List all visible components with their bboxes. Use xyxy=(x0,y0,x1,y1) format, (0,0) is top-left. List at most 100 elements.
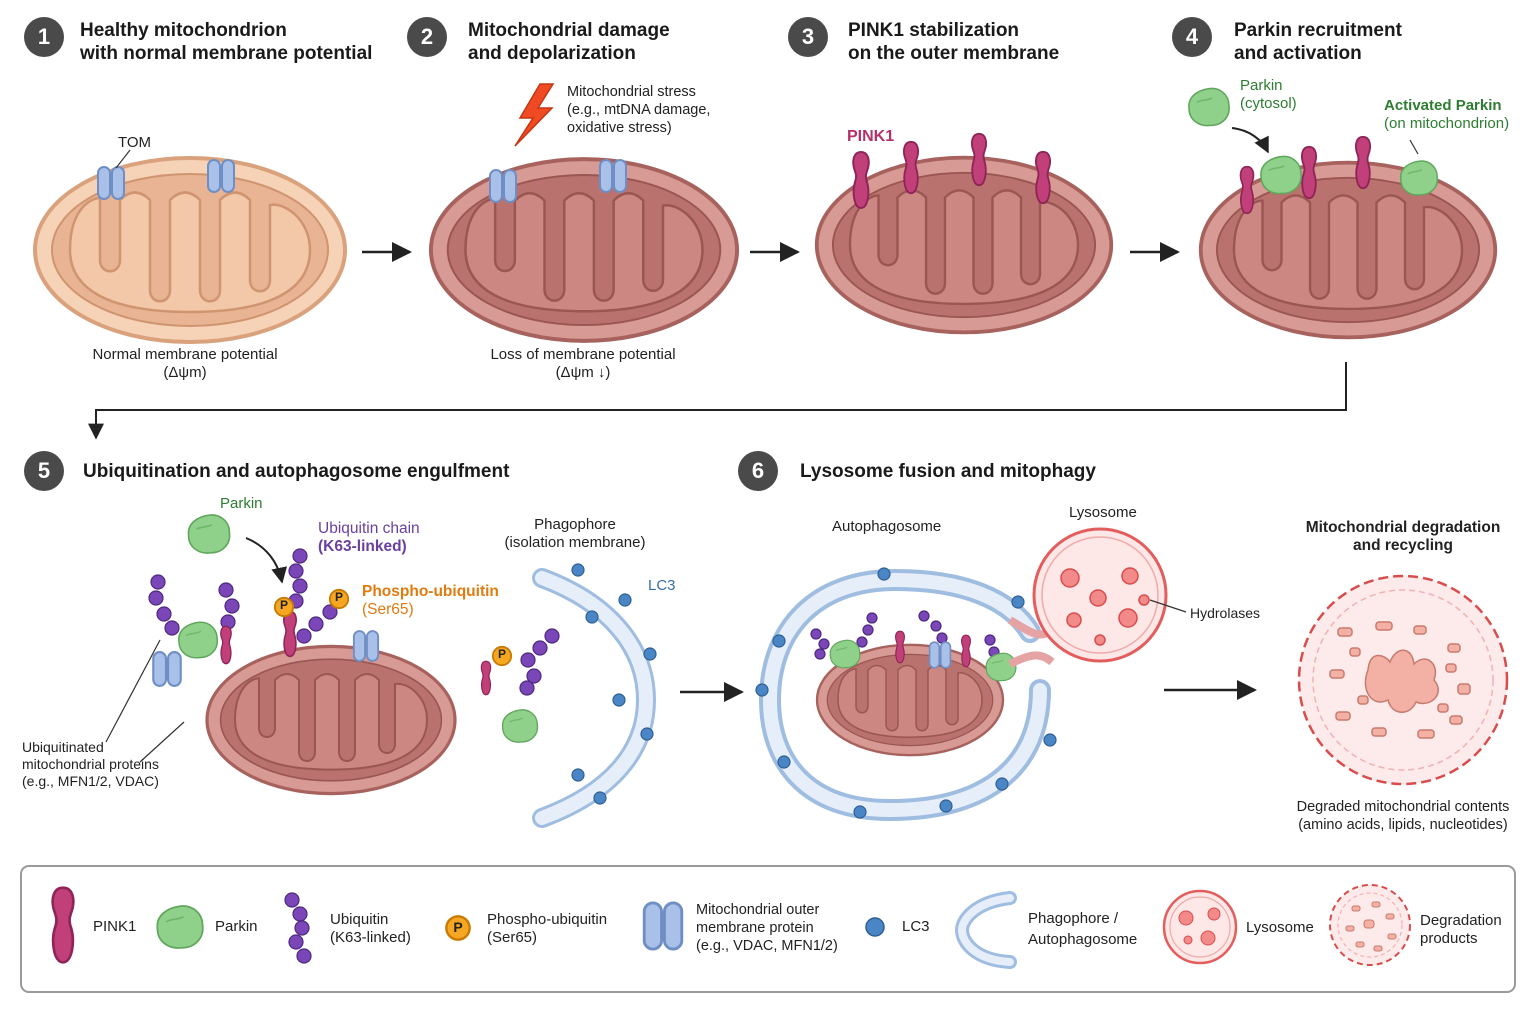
cytosol-parkin-line2: (cytosol) xyxy=(1240,95,1297,112)
step-4-title: Parkin recruitment and activation xyxy=(1234,19,1402,65)
pink1-icon xyxy=(1034,150,1052,205)
lysosome xyxy=(1007,527,1187,668)
legend-degradation-line1: Degradation xyxy=(1420,912,1502,929)
lc3-dots xyxy=(571,563,657,805)
cytosol-parkin-line1: Parkin xyxy=(1240,77,1283,94)
loss-potential-caption: Loss of membrane potential (Δψm ↓) xyxy=(458,346,708,382)
normal-potential-line2: (Δψm) xyxy=(163,364,207,381)
step-3-badge: 3 xyxy=(788,17,828,57)
step-4-badge: 4 xyxy=(1172,17,1212,57)
step-4-title-line2: and activation xyxy=(1234,43,1362,64)
legend-momp-line1: Mitochondrial outer xyxy=(696,902,820,918)
step-2-title: Mitochondrial damage and depolarization xyxy=(468,19,670,65)
cytosol-parkin-label: Parkin (cytosol) xyxy=(1240,77,1297,113)
legend-ubiquitin-line2: (K63-linked) xyxy=(330,929,411,946)
step-1-badge: 1 xyxy=(24,17,64,57)
legend-ubiquitin-line1: Ubiquitin xyxy=(330,911,389,928)
parkin-icon xyxy=(985,652,1017,682)
lc3-label: LC3 xyxy=(648,577,676,594)
damaged-mitochondrion xyxy=(428,83,740,343)
loss-potential-line2: (Δψm ↓) xyxy=(555,364,611,381)
pink1-icon xyxy=(1354,135,1372,190)
outer-membrane-protein-icon xyxy=(152,650,182,688)
cytosolic-parkin-icon xyxy=(1188,87,1231,127)
legend-momp-line3: (e.g., VDAC, MFN1/2) xyxy=(696,938,838,954)
ubiquitinated-proteins-label: Ubiquitinated mitochondrial proteins (e.… xyxy=(22,739,159,790)
pink1-icon xyxy=(282,610,298,658)
ubiquitinated-mitochondrion xyxy=(105,514,1000,794)
parkin-icon xyxy=(1260,155,1303,195)
legend-phagophore-label: Phagophore / Autophagosome xyxy=(1028,908,1137,950)
legend-parkin-icon xyxy=(156,904,205,950)
step-4-title-line1: Parkin recruitment xyxy=(1234,20,1402,41)
degradation-caption-line1: Degraded mitochondrial contents xyxy=(1296,799,1510,815)
legend-pink1-label: PINK1 xyxy=(93,918,137,935)
step-2-title-line1: Mitochondrial damage xyxy=(468,20,670,41)
tom-label: TOM xyxy=(118,134,152,151)
legend-degradation-icon xyxy=(1329,884,1411,966)
legend-box xyxy=(20,865,1516,993)
legend-parkin-label: Parkin xyxy=(215,918,258,935)
degradation-caption: Degraded mitochondrial contents (amino a… xyxy=(1278,798,1528,834)
legend-phagophore-line2: Autophagosome xyxy=(1028,931,1138,948)
phagophore xyxy=(532,563,657,828)
activated-parkin-line2: (on mitochondrion) xyxy=(1384,115,1510,132)
normal-potential-line1: Normal membrane potential xyxy=(92,346,278,363)
pink1-icon xyxy=(960,634,972,668)
pink1-label: PINK1 xyxy=(847,128,895,145)
step-1-title-line2: with normal membrane potential xyxy=(80,43,373,64)
pink1-icon xyxy=(1239,165,1255,215)
recruitment-arrow xyxy=(1231,127,1269,154)
degradation-products xyxy=(1297,574,1509,786)
step-3-title: PINK1 stabilization on the outer membran… xyxy=(848,19,1059,65)
legend-momp-line2: membrane protein xyxy=(696,920,814,936)
phagophore-label: Phagophore (isolation membrane) xyxy=(480,516,670,552)
autophagosome xyxy=(755,567,1057,822)
ubiquitin-chain-label: Ubiquitin chain (K63-linked) xyxy=(318,520,420,556)
healthy-mitochondrion xyxy=(33,149,347,344)
step-2-badge: 2 xyxy=(407,17,447,57)
p-badge-text: P xyxy=(279,598,288,612)
degradation-title-line2: and recycling xyxy=(1353,537,1453,554)
pink1-icon xyxy=(970,132,988,187)
step-1-title: Healthy mitochondrion with normal membra… xyxy=(80,19,372,65)
phagophore-line1: Phagophore xyxy=(534,516,616,533)
legend-pink1-icon xyxy=(51,886,75,964)
legend-ubiquitin-icon xyxy=(284,892,312,964)
hydrolases-label: Hydrolases xyxy=(1190,605,1261,621)
activated-parkin-line1: Activated Parkin xyxy=(1384,97,1502,114)
lysosome-label: Lysosome xyxy=(1069,504,1137,521)
legend-momp-label: Mitochondrial outer membrane protein (e.… xyxy=(696,901,838,955)
legend-phospho-line1: Phospho-ubiquitin xyxy=(487,911,608,928)
legend-lc3-label: LC3 xyxy=(902,918,930,935)
parkin-icon xyxy=(829,639,861,669)
step-6-title: Lysosome fusion and mitophagy xyxy=(800,461,1096,482)
legend-lc3-icon xyxy=(865,917,885,937)
parkin-arrow xyxy=(245,537,288,584)
p-badge-text: P xyxy=(497,647,506,661)
ubiquitin-chains xyxy=(148,548,1000,696)
legend-p-badge-text: P xyxy=(453,919,463,935)
step-5-title: Ubiquitination and autophagosome engulfm… xyxy=(83,461,510,482)
degradation-title: Mitochondrial degradation and recycling xyxy=(1283,519,1523,555)
parkin-mitochondrion xyxy=(1188,87,1498,340)
stress-line1: Mitochondrial stress xyxy=(567,84,696,100)
legend-degradation-line2: products xyxy=(1420,930,1478,947)
lc3-dots xyxy=(755,567,1057,819)
ubiquitinated-proteins-line2: mitochondrial proteins xyxy=(22,756,159,772)
ubiquitinated-proteins-line1: Ubiquitinated xyxy=(22,739,104,755)
parkin-icon xyxy=(177,621,219,659)
legend-lysosome-label: Lysosome xyxy=(1246,919,1314,936)
p-badge-text: P xyxy=(334,590,343,604)
step-2-title-line2: and depolarization xyxy=(468,43,636,64)
degradation-caption-line2: (amino acids, lipids, nucleotides) xyxy=(1298,817,1508,833)
pink1-icon xyxy=(852,151,870,209)
ubiquitinated-proteins-line3: (e.g., MFN1/2, VDAC) xyxy=(22,773,159,789)
lightning-bolt-icon xyxy=(514,83,555,147)
stress-line2: (e.g., mtDNA damage, xyxy=(567,102,711,118)
phospho-ubiquitin-line2: (Ser65) xyxy=(362,601,414,618)
ubiquitin-chain-line1: Ubiquitin chain xyxy=(318,520,420,537)
loss-potential-line1: Loss of membrane potential xyxy=(490,346,676,363)
